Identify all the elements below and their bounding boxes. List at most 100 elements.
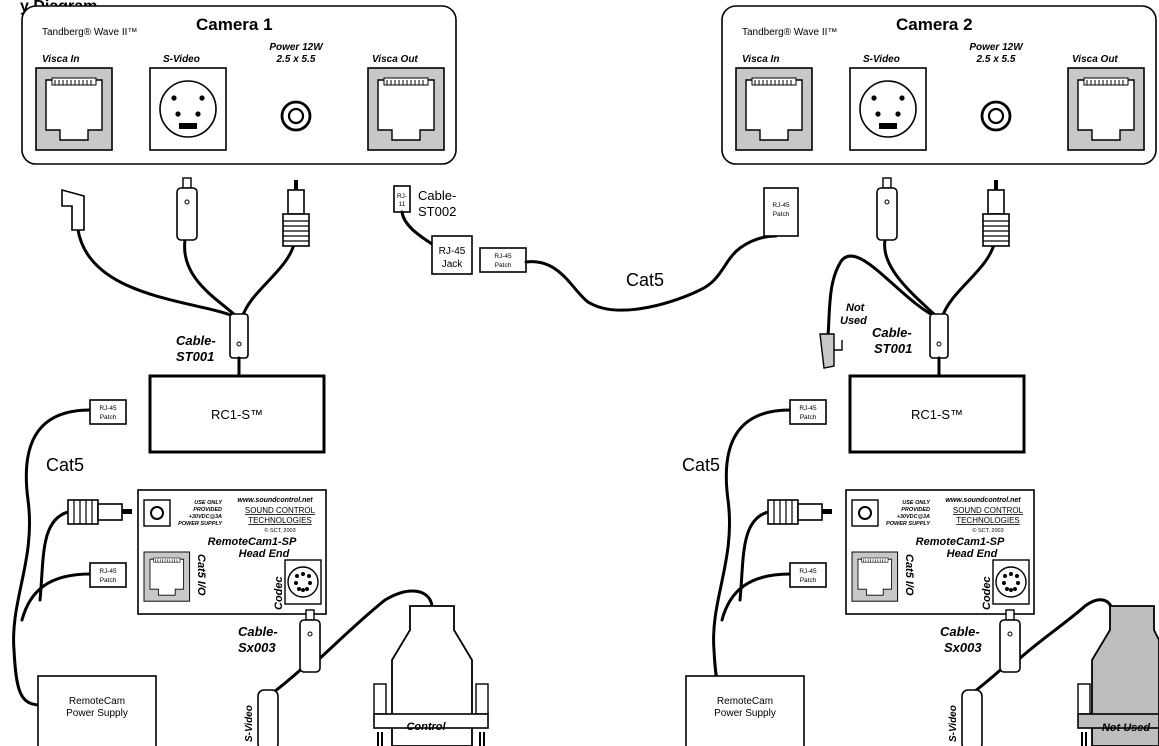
cable-st001-right bbox=[819, 177, 1010, 376]
rj45-patch-right-top bbox=[789, 399, 827, 425]
he-left-company-2: TECHNOLOGIES bbox=[248, 516, 312, 525]
cable-st002-label-2: ST002 bbox=[418, 204, 456, 219]
power-supply-left-l1: RemoteCam bbox=[69, 696, 125, 707]
cable-st001-right-breakout bbox=[929, 313, 949, 359]
dc-power-plug-right-icon bbox=[982, 179, 1010, 247]
cable-st001-breakout bbox=[229, 313, 249, 359]
svideo-plug-right bbox=[961, 689, 983, 746]
camera-1-visca-in-label: Visca In bbox=[42, 54, 79, 65]
dc-power-cable-left bbox=[38, 499, 132, 602]
camera-1-power-port bbox=[280, 100, 312, 132]
cable-sx003-left-label-1: Cable- bbox=[238, 624, 278, 639]
power-supply-right bbox=[685, 675, 805, 746]
cable-st001-right-label-2: ST001 bbox=[874, 341, 912, 356]
he-left-url: www.soundcontrol.net bbox=[237, 497, 313, 504]
rj45-patch-middle bbox=[479, 247, 527, 273]
not-used-rj45-plug bbox=[819, 333, 835, 369]
rj45-patch-left-bottom-l1: RJ-45 bbox=[99, 568, 117, 575]
he-left-warn-2: PROVIDED bbox=[193, 507, 222, 513]
cable-st001-right-label-1: Cable- bbox=[872, 325, 912, 340]
he-right-url: www.soundcontrol.net bbox=[945, 497, 1021, 504]
cat5-right-cable bbox=[712, 408, 792, 707]
control-label: Control bbox=[406, 721, 446, 733]
codec-plug-left-icon bbox=[299, 609, 321, 673]
he-left-codec-label: Codec bbox=[273, 576, 285, 610]
rj45-patch-camera2-l1: RJ-45 bbox=[772, 202, 790, 209]
rj11-l2: 11 bbox=[399, 201, 406, 208]
cable-sx003-right-label-2: Sx003 bbox=[944, 640, 982, 655]
not-used-label-2: Used bbox=[840, 315, 867, 327]
rj45-jack-l1: RJ-45 bbox=[439, 246, 466, 257]
he-right-warn-2: PROVIDED bbox=[901, 507, 930, 513]
power-supply-left bbox=[37, 675, 157, 746]
svideo-plug-right-label: S-Video bbox=[948, 705, 959, 742]
codec-plug-right-icon bbox=[999, 609, 1021, 673]
camera-2-visca-out-label: Visca Out bbox=[1072, 54, 1118, 65]
dc-power-plug-icon bbox=[282, 179, 310, 247]
rc1s-left-label: RC1-S™ bbox=[211, 407, 263, 422]
he-right-cat5io-label: Cat5 I/O bbox=[903, 554, 915, 596]
svideo-plug-left bbox=[257, 689, 279, 746]
cat5-middle-label: Cat5 bbox=[626, 270, 664, 290]
svideo-plug-right-icon bbox=[876, 177, 898, 241]
svideo-plug-icon bbox=[176, 177, 198, 241]
camera-1-visca-out-port bbox=[367, 67, 445, 151]
cable-st001-left-label-2: ST001 bbox=[176, 349, 214, 364]
rj45-patch-left-top bbox=[89, 399, 127, 425]
camera-2-svideo-label: S-Video bbox=[863, 54, 900, 65]
patch-cable-left-lower bbox=[20, 572, 92, 622]
rc1s-right-label: RC1-S™ bbox=[911, 407, 963, 422]
rj45-patch-camera2-l2: Patch bbox=[773, 211, 790, 218]
rj45-patch-right-bottom bbox=[789, 562, 827, 588]
patch-cable-right-lower bbox=[720, 572, 792, 622]
he-right-company-1: SOUND CONTROL bbox=[953, 506, 1024, 515]
he-left-warn-4: POWER SUPPLY bbox=[178, 521, 223, 527]
he-left-warn-1: USE ONLY bbox=[194, 500, 223, 506]
he-right-codec-label: Codec bbox=[981, 576, 993, 610]
cable-st002-label-1: Cable- bbox=[418, 188, 456, 203]
not-used-db-connector bbox=[1077, 605, 1159, 746]
cat5-right-label: Cat5 bbox=[682, 455, 720, 475]
he-right-copyright: © SCT, 2003 bbox=[972, 527, 1003, 534]
rc1s-right-box bbox=[848, 374, 1026, 454]
he-left-copyright: © SCT, 2003 bbox=[264, 527, 295, 534]
rj45-patch-camera2 bbox=[763, 187, 799, 237]
not-used-label-1: Not bbox=[846, 302, 866, 314]
cat5-left-cable bbox=[12, 408, 92, 707]
rj45-patch-left-top-l1: RJ-45 bbox=[99, 405, 117, 412]
power-supply-right-l1: RemoteCam bbox=[717, 696, 773, 707]
cable-sx003-right-label-1: Cable- bbox=[940, 624, 980, 639]
rj45-patch-right-top-l2: Patch bbox=[800, 414, 817, 421]
power-supply-left-l2: Power Supply bbox=[66, 708, 128, 719]
camera-1-brand: Tandberg® Wave II™ bbox=[42, 27, 137, 38]
cable-st001-left-label-1: Cable- bbox=[176, 333, 216, 348]
svideo-plug-left-label: S-Video bbox=[244, 705, 255, 742]
not-used-db-label: Not Used bbox=[1102, 722, 1151, 734]
cat5-left-label: Cat5 bbox=[46, 455, 84, 475]
he-left-cat5io-label: Cat5 I/O bbox=[195, 554, 207, 596]
control-db-connector bbox=[373, 605, 489, 746]
rj45-jack bbox=[431, 235, 473, 275]
cable-sx003-left-label-2: Sx003 bbox=[238, 640, 276, 655]
camera-2-visca-out-port bbox=[1067, 67, 1145, 151]
camera-1-svideo-label: S-Video bbox=[163, 54, 200, 65]
cable-sx003-left: S-Video bbox=[244, 589, 434, 746]
he-right-warn-4: POWER SUPPLY bbox=[886, 521, 931, 527]
he-right-model: RemoteCam1-SP bbox=[916, 536, 1005, 548]
camera-1-power-label-1: Power 12W bbox=[269, 42, 324, 53]
head-end-right: USE ONLY PROVIDED +30VDC@3A POWER SUPPLY… bbox=[845, 489, 1035, 615]
rj45-patch-right-bottom-l2: Patch bbox=[800, 577, 817, 584]
rj45-patch-middle-l1: RJ-45 bbox=[494, 253, 512, 260]
he-left-cat5-port bbox=[143, 551, 191, 602]
camera-2-power-label-2: 2.5 x 5.5 bbox=[976, 54, 1016, 65]
camera-2-visca-in-label: Visca In bbox=[742, 54, 779, 65]
cable-sx003-right: S-Video bbox=[948, 598, 1114, 746]
cable-st002-wire bbox=[400, 210, 434, 246]
camera-2-svideo-port bbox=[849, 67, 927, 151]
rj11-l1: RJ- bbox=[397, 193, 407, 200]
he-left-type: Head End bbox=[239, 548, 290, 560]
camera-1-visca-out-label: Visca Out bbox=[372, 54, 418, 65]
he-right-cat5-port bbox=[851, 551, 899, 602]
rj45-plug-unused-icon bbox=[61, 188, 85, 231]
